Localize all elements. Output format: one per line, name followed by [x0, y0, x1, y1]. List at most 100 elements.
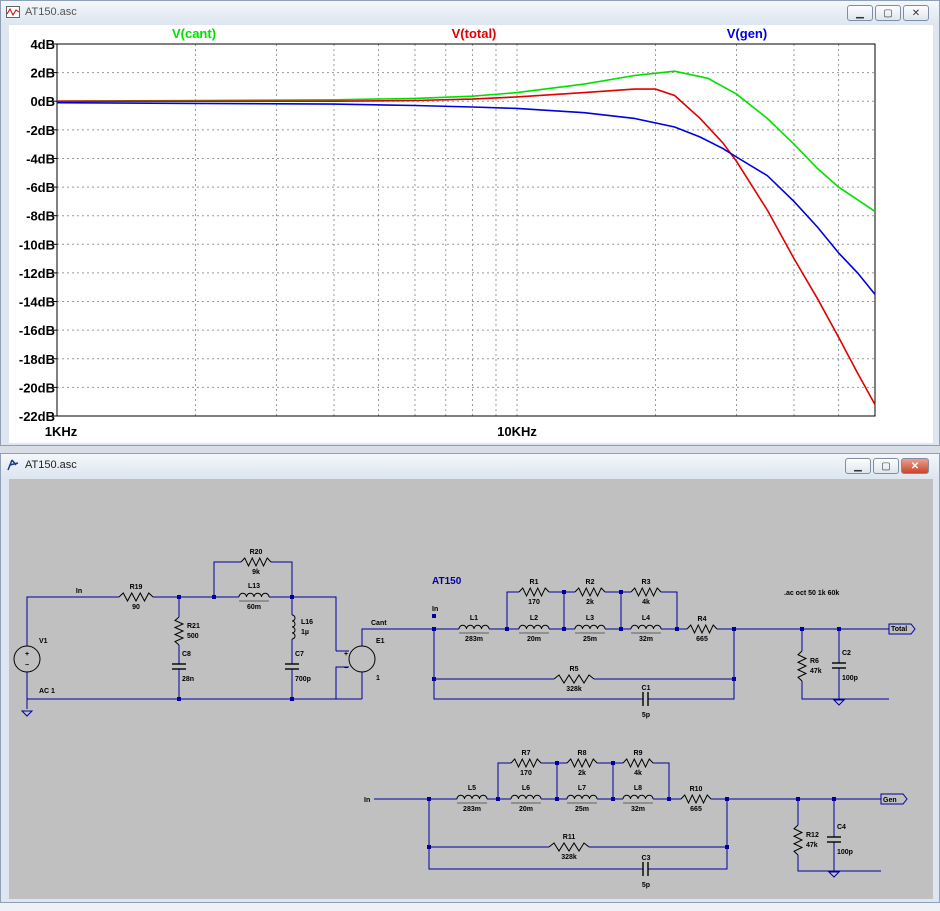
- junction: [427, 797, 431, 801]
- l3-inductor[interactable]: [574, 624, 606, 630]
- trace-label[interactable]: V(total): [452, 26, 497, 41]
- r2-resistor[interactable]: [574, 586, 606, 598]
- y-tick-label: -4dB: [26, 151, 55, 166]
- l1-inductor[interactable]: [458, 624, 490, 630]
- maximize-button[interactable]: ▢: [875, 5, 901, 21]
- l2-inductor[interactable]: [518, 624, 550, 630]
- r1-resistor[interactable]: [518, 586, 550, 598]
- l5-inductor[interactable]: [456, 794, 488, 800]
- c1-value: 5p: [642, 712, 650, 719]
- bode-chart[interactable]: 4dB2dB0dB-2dB-4dB-6dB-8dB-10dB-12dB-14dB…: [9, 25, 933, 443]
- r11-resistor[interactable]: [548, 842, 590, 852]
- junction: [562, 590, 566, 594]
- net-flag-total[interactable]: [888, 623, 916, 635]
- maximize-icon: ▢: [883, 7, 893, 19]
- close-button[interactable]: ✕: [901, 458, 929, 474]
- junction: [427, 845, 431, 849]
- junction: [796, 797, 800, 801]
- r3-resistor[interactable]: [630, 586, 662, 598]
- net-flag-gen[interactable]: [880, 793, 908, 805]
- v1-source[interactable]: [13, 645, 41, 673]
- r6-value: 47k: [810, 668, 822, 675]
- l4-inductor[interactable]: [630, 624, 662, 630]
- e1-plus: +: [344, 651, 348, 658]
- junction: [432, 627, 436, 631]
- circuit-title: AT150: [432, 576, 462, 587]
- l6-value: 20m: [519, 806, 533, 813]
- r6-resistor[interactable]: [796, 650, 808, 682]
- l5-name: L5: [468, 785, 476, 792]
- junction: [290, 697, 294, 701]
- r19-resistor[interactable]: [118, 591, 154, 603]
- junction: [555, 797, 559, 801]
- c4-name: C4: [837, 824, 846, 831]
- l13-name: L13: [248, 583, 260, 590]
- c3-value: 5p: [642, 882, 650, 889]
- r11-value: 328k: [561, 854, 577, 861]
- r20-resistor[interactable]: [240, 556, 272, 568]
- trace-v-total[interactable]: [57, 88, 876, 405]
- net-label-in: In: [76, 588, 82, 595]
- minimize-button[interactable]: ▁: [845, 458, 871, 474]
- r8-resistor[interactable]: [566, 757, 598, 769]
- wire: [648, 629, 735, 700]
- title-bar[interactable]: AT150.asc ▁ ▢ ✕: [1, 454, 939, 478]
- trace-label[interactable]: V(cant): [172, 26, 216, 41]
- trace-v-gen[interactable]: [56, 101, 876, 295]
- maximize-button[interactable]: ▢: [873, 458, 899, 474]
- r19-value: 90: [132, 604, 140, 611]
- l5-value: 283m: [463, 806, 481, 813]
- minimize-button[interactable]: ▁: [847, 5, 873, 21]
- junction: [732, 677, 736, 681]
- r21-resistor[interactable]: [173, 616, 185, 646]
- r9-name: R9: [634, 750, 643, 757]
- junction: [562, 627, 566, 631]
- wire: [179, 561, 241, 598]
- wire: [271, 561, 293, 597]
- l16-inductor[interactable]: [291, 614, 296, 640]
- l6-inductor[interactable]: [510, 794, 542, 800]
- l1-value: 283m: [465, 636, 483, 643]
- l13-inductor[interactable]: [238, 592, 270, 598]
- title-bar[interactable]: AT150.asc ▁ ▢ ✕: [1, 1, 939, 25]
- r4-name: R4: [698, 616, 707, 623]
- c7-name: C7: [295, 651, 304, 658]
- c4-value: 100p: [837, 849, 853, 856]
- wire: [361, 628, 434, 646]
- r6-name: R6: [810, 658, 819, 665]
- trace-v-cant[interactable]: [56, 70, 876, 213]
- junction: [611, 797, 615, 801]
- r9-resistor[interactable]: [622, 757, 654, 769]
- r4-resistor[interactable]: [686, 623, 718, 635]
- r12-value: 47k: [806, 842, 818, 849]
- r5-resistor[interactable]: [553, 674, 595, 684]
- close-button[interactable]: ✕: [903, 5, 929, 21]
- r7-name: R7: [522, 750, 531, 757]
- x-tick-label: 10KHz: [497, 424, 537, 439]
- l8-inductor[interactable]: [622, 794, 654, 800]
- r10-resistor[interactable]: [680, 793, 712, 805]
- r7-resistor[interactable]: [510, 757, 542, 769]
- e1-source[interactable]: [348, 645, 376, 673]
- l7-inductor[interactable]: [566, 794, 598, 800]
- net-label-total: Total: [891, 626, 907, 633]
- r10-value: 665: [690, 806, 702, 813]
- l16-name: L16: [301, 619, 313, 626]
- l2-value: 20m: [527, 636, 541, 643]
- junction: [667, 797, 671, 801]
- wire: [428, 799, 643, 870]
- r1-name: R1: [530, 579, 539, 586]
- junction: [832, 797, 836, 801]
- r12-resistor[interactable]: [792, 824, 804, 856]
- v1-plus: +: [25, 651, 29, 658]
- l16-value: 1µ: [301, 629, 309, 636]
- net-label-in: In: [432, 606, 438, 613]
- y-tick-label: -22dB: [19, 409, 55, 424]
- components: [13, 556, 916, 878]
- trace-label[interactable]: V(gen): [727, 26, 767, 41]
